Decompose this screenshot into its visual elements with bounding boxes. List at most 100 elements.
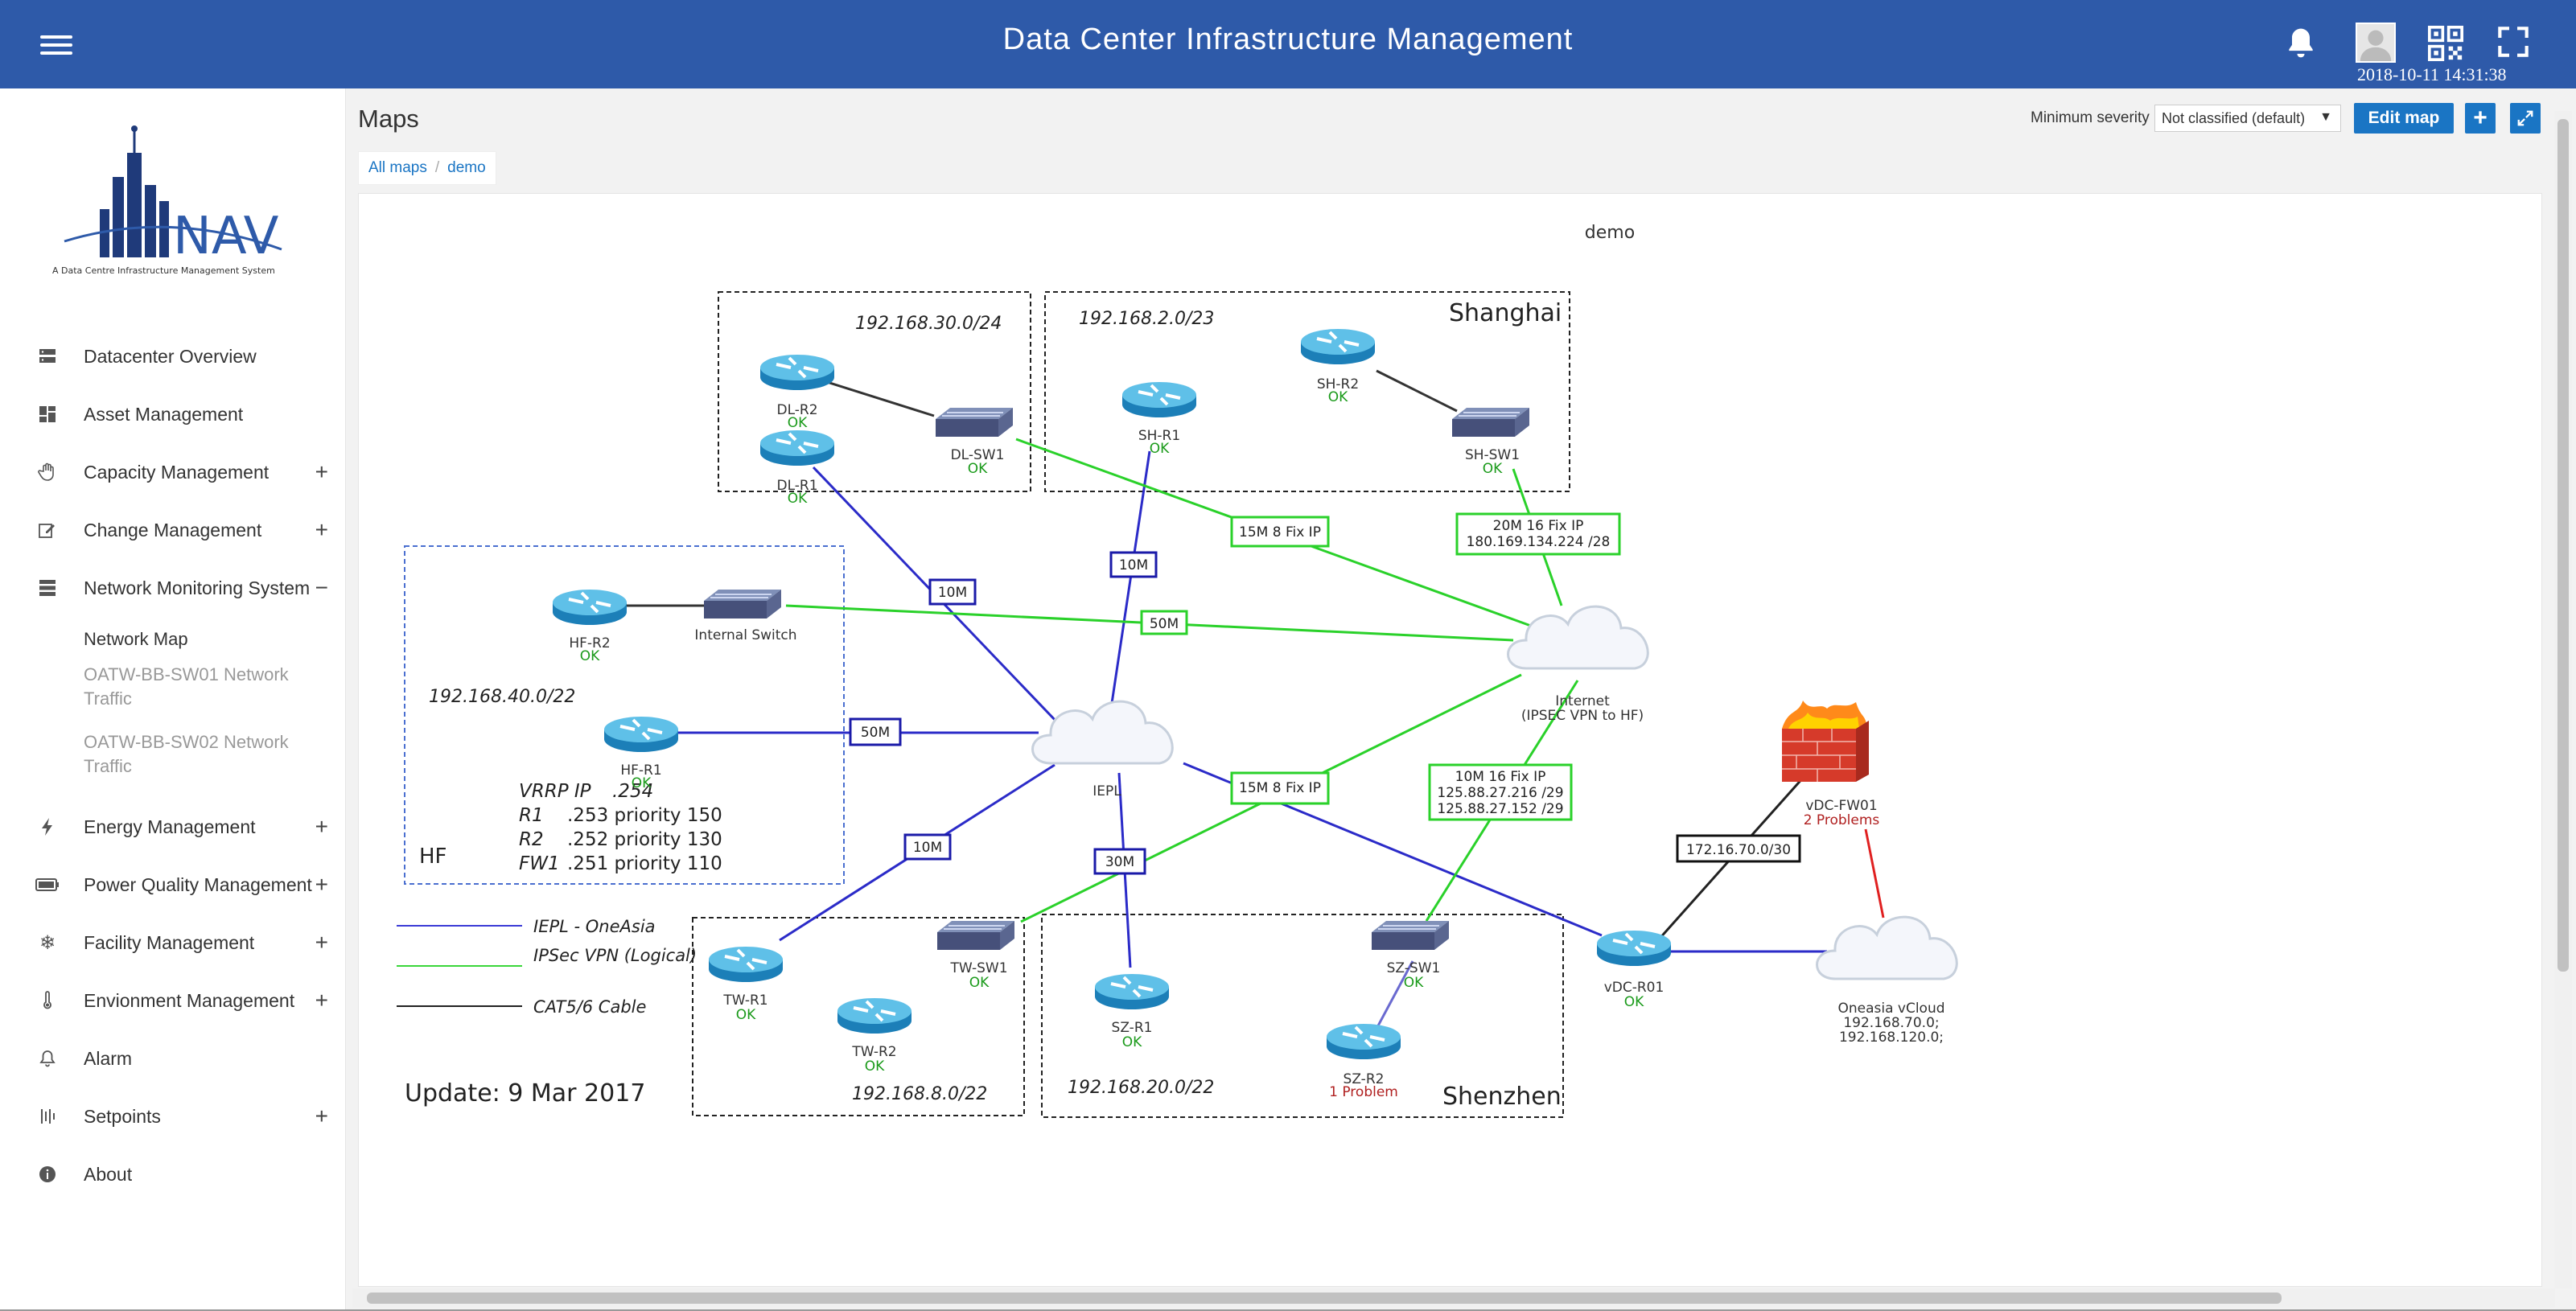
oneasia-cloud[interactable]: [1816, 915, 1958, 980]
notifications-bell-icon[interactable]: [2283, 26, 2319, 61]
severity-select[interactable]: Not classified (default) ▼: [2154, 105, 2341, 132]
device-status-ok: OK: [1328, 389, 1348, 405]
internet-cloud[interactable]: [1507, 605, 1649, 670]
expand-icon[interactable]: +: [315, 814, 328, 839]
vrrp-value: .253 priority 150: [567, 805, 722, 826]
horizontal-scrollbar[interactable]: [352, 1288, 2555, 1308]
sidebar-item-datacenter-overview[interactable]: Datacenter Overview: [0, 336, 346, 376]
device-label: SH-R1: [1138, 428, 1180, 444]
expand-icon[interactable]: +: [315, 517, 328, 542]
sidebar-item-energy-management[interactable]: Energy Management +: [0, 807, 346, 847]
device-label: HF-R2: [569, 635, 610, 651]
network-map[interactable]: demo 192.168.30.0/24 192.168.2.0/23 Shan…: [359, 194, 2542, 1287]
sidebar-item-alarm[interactable]: Alarm: [0, 1038, 346, 1079]
expand-icon[interactable]: [2510, 103, 2541, 134]
switch-icon[interactable]: [1451, 407, 1530, 438]
expand-icon[interactable]: +: [315, 1103, 328, 1128]
link-label-box: [928, 578, 977, 606]
vertical-scrollbar[interactable]: [2554, 111, 2572, 1288]
expand-icon[interactable]: +: [315, 988, 328, 1013]
fullscreen-icon[interactable]: [2497, 26, 2529, 58]
edit-map-button[interactable]: Edit map: [2354, 103, 2454, 134]
sidebar-item-power-quality[interactable]: Power Quality Management +: [0, 865, 346, 905]
sidebar-item-setpoints[interactable]: Setpoints +: [0, 1096, 346, 1136]
link-label: 172.16.70.0/30: [1686, 842, 1791, 858]
device-status-ok: OK: [580, 648, 600, 664]
sidebar-item-facility-management[interactable]: ❄ Facility Management +: [0, 923, 346, 963]
router-icon[interactable]: [603, 715, 680, 754]
router-icon[interactable]: [1093, 972, 1171, 1011]
header-datetime: 2018-10-11 14:31:38: [2357, 64, 2507, 84]
legend-label: IPSec VPN (Logical): [533, 946, 697, 965]
firewall-icon[interactable]: [1782, 701, 1869, 782]
sidebar-item-label: Change Management: [84, 519, 262, 540]
router-icon[interactable]: [759, 429, 836, 467]
router-icon[interactable]: [1325, 1022, 1402, 1061]
router-icon[interactable]: [1299, 327, 1376, 366]
map-canvas[interactable]: demo 192.168.30.0/24 192.168.2.0/23 Shan…: [358, 193, 2542, 1287]
device-label: TW-R2: [851, 1044, 896, 1060]
router-icon[interactable]: [759, 353, 836, 392]
qr-code-icon[interactable]: [2428, 26, 2463, 61]
user-avatar-icon[interactable]: [2356, 23, 2396, 63]
link-label-box: [1140, 610, 1188, 635]
expand-icon[interactable]: +: [315, 872, 328, 897]
device-status-ok: OK: [1150, 441, 1170, 457]
iepl-cloud[interactable]: [1031, 700, 1174, 765]
router-icon[interactable]: [1121, 380, 1198, 419]
battery-icon: [35, 873, 60, 897]
legend-label: CAT5/6 Cable: [533, 997, 646, 1017]
vrrp-value: .251 priority 110: [567, 853, 722, 874]
vrrp-value: .252 priority 130: [567, 829, 722, 850]
device-label: vDC-FW01: [1805, 798, 1877, 814]
menu-icon[interactable]: [40, 31, 72, 58]
group-dl-box: [718, 291, 1031, 492]
switch-icon[interactable]: [935, 407, 1014, 438]
device-label: TW-R1: [722, 992, 767, 1009]
expand-icon[interactable]: +: [315, 459, 328, 484]
switch-icon[interactable]: [936, 920, 1015, 951]
scrollbar-thumb[interactable]: [2557, 119, 2569, 972]
vrrp-info: VRRP IP .254 R1 .253 priority 150 R2 .25…: [519, 781, 722, 874]
breadcrumb-current-map[interactable]: demo: [447, 159, 486, 176]
device-status-ok: OK: [1404, 975, 1424, 991]
device-label: TW-SW1: [949, 960, 1007, 976]
sidebar-subitem-sw02-traffic[interactable]: OATW-BB-SW02 Network Traffic: [84, 732, 289, 776]
breadcrumb-all-maps[interactable]: All maps: [368, 159, 427, 176]
snowflake-icon: ❄: [39, 931, 56, 954]
page-title: Maps: [358, 105, 419, 133]
router-icon[interactable]: [1595, 929, 1673, 968]
link-dlr2-dlsw1: [811, 376, 935, 417]
link-fw01-oneasia: [1864, 828, 1885, 919]
sidebar-item-environment-management[interactable]: Envionment Management +: [0, 980, 346, 1021]
sh-group-name: Shanghai: [1449, 299, 1562, 327]
legend-label: IEPL - OneAsia: [533, 917, 656, 936]
sidebar-item-change-management[interactable]: Change Management +: [0, 510, 346, 550]
sidebar-item-asset-management[interactable]: Asset Management: [0, 394, 346, 434]
sidebar-subitem-network-map[interactable]: Network Map: [84, 629, 188, 649]
device-label: Oneasia vCloud: [1837, 1001, 1944, 1017]
router-icon[interactable]: [707, 945, 784, 984]
scrollbar-thumb[interactable]: [367, 1293, 2282, 1304]
bolt-icon: [35, 815, 60, 839]
sidebar-item-network-monitoring[interactable]: Network Monitoring System −: [0, 568, 346, 608]
device-status-ok: OK: [1483, 461, 1503, 477]
vrrp-key: R2: [519, 829, 544, 850]
sidebar-item-capacity-management[interactable]: Capacity Management +: [0, 452, 346, 492]
link-label: 10M: [938, 585, 967, 601]
link-label: 125.88.27.216 /29: [1437, 785, 1563, 801]
router-icon[interactable]: [551, 588, 628, 627]
add-map-button[interactable]: +: [2465, 103, 2496, 134]
device-status-ok: OK: [1122, 1034, 1142, 1050]
router-icon[interactable]: [836, 997, 913, 1035]
sidebar-subitem-sw01-traffic[interactable]: OATW-BB-SW01 Network Traffic: [84, 664, 289, 709]
sz-group-name: Shenzhen: [1442, 1083, 1562, 1111]
sidebar-item-label: Envionment Management: [84, 989, 295, 1011]
expand-icon[interactable]: +: [315, 930, 328, 955]
collapse-icon[interactable]: −: [315, 575, 328, 600]
sidebar-item-about[interactable]: About: [0, 1154, 346, 1194]
switch-icon[interactable]: [703, 589, 782, 619]
vrrp-key: R1: [519, 805, 544, 826]
sz-subnet-label: 192.168.20.0/22: [1068, 1078, 1214, 1098]
switch-icon[interactable]: [1371, 920, 1450, 951]
